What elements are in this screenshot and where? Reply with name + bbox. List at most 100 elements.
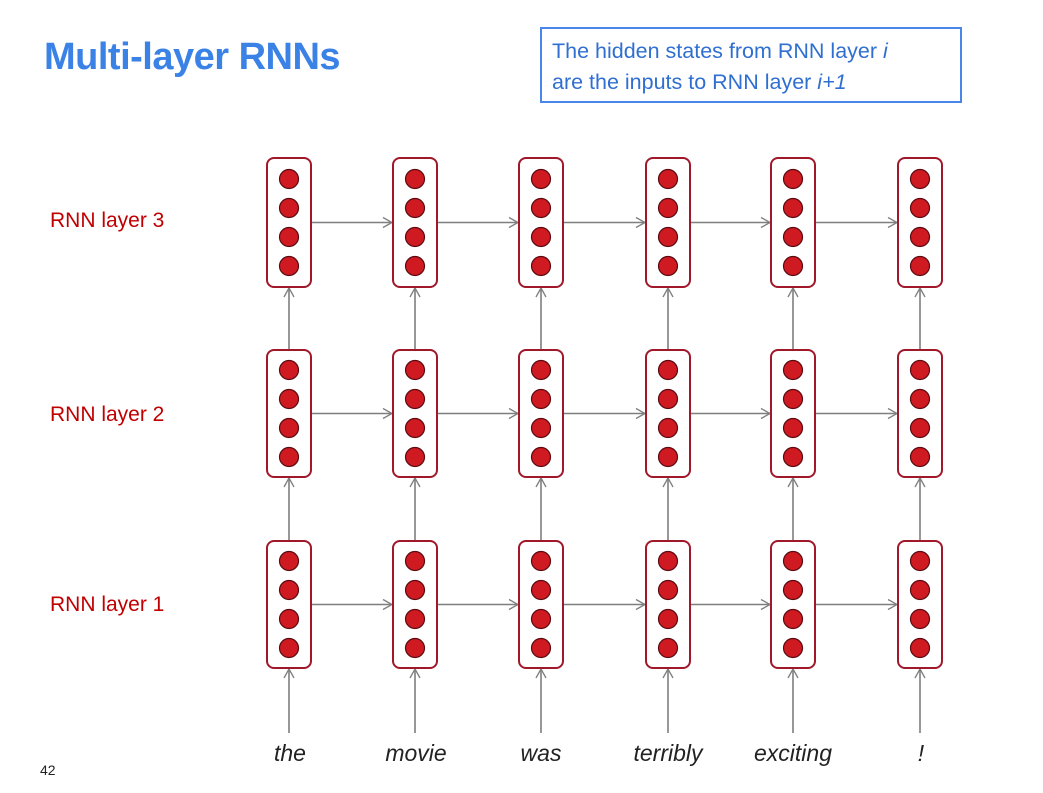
neuron [404, 608, 426, 630]
neuron [657, 255, 679, 277]
cell-box [518, 349, 564, 478]
neuron [909, 579, 931, 601]
neuron [278, 608, 300, 630]
rnn-cell-layer2-t2 [392, 349, 438, 478]
callout-line-2-text: are the inputs to RNN layer [552, 70, 818, 94]
layer-label-3: RNN layer 3 [50, 209, 165, 232]
rnn-cell-layer1-t1 [266, 540, 312, 669]
neuron [530, 226, 552, 248]
callout-line-1-text: The hidden states from RNN layer [552, 39, 883, 63]
neuron [782, 226, 804, 248]
neuron [530, 637, 552, 659]
neuron [657, 168, 679, 190]
neuron [909, 197, 931, 219]
neuron [530, 255, 552, 277]
cell-box [645, 540, 691, 669]
neuron [657, 608, 679, 630]
neuron [404, 197, 426, 219]
callout-box: The hidden states from RNN layer i are t… [540, 27, 962, 103]
neuron [530, 168, 552, 190]
neuron [530, 359, 552, 381]
neuron [657, 359, 679, 381]
neuron [278, 637, 300, 659]
rnn-cell-layer1-t5 [770, 540, 816, 669]
rnn-cell-layer3-t3 [518, 157, 564, 288]
input-word-2: movie [385, 740, 447, 766]
neuron [909, 359, 931, 381]
cell-box [770, 157, 816, 288]
neuron [278, 388, 300, 410]
layer-label-1: RNN layer 1 [50, 593, 165, 616]
neuron [278, 359, 300, 381]
rnn-cell-layer3-t5 [770, 157, 816, 288]
cell-box [770, 540, 816, 669]
neuron [909, 446, 931, 468]
neuron [657, 226, 679, 248]
neuron [404, 255, 426, 277]
rnn-cell-layer3-t6 [897, 157, 943, 288]
input-word-3: was [520, 740, 562, 766]
callout-line-2: are the inputs to RNN layer i+1 [552, 67, 950, 98]
neuron [909, 168, 931, 190]
neuron [404, 168, 426, 190]
callout-line-1-var: i [883, 39, 888, 63]
neuron [278, 168, 300, 190]
neuron [530, 446, 552, 468]
neuron [404, 226, 426, 248]
rnn-cell-layer2-t5 [770, 349, 816, 478]
neuron [278, 197, 300, 219]
neuron [782, 417, 804, 439]
cell-box [392, 540, 438, 669]
cell-box [392, 157, 438, 288]
neuron [278, 446, 300, 468]
neuron [782, 359, 804, 381]
rnn-cell-layer1-t4 [645, 540, 691, 669]
callout-line-2-var: i+1 [817, 70, 847, 94]
neuron [404, 637, 426, 659]
neuron [278, 550, 300, 572]
neuron [657, 388, 679, 410]
neuron [909, 550, 931, 572]
cell-box [518, 540, 564, 669]
neuron [530, 608, 552, 630]
rnn-cell-layer2-t1 [266, 349, 312, 478]
neuron [782, 388, 804, 410]
cell-box [897, 540, 943, 669]
rnn-cell-layer3-t1 [266, 157, 312, 288]
neuron [278, 417, 300, 439]
cell-box [518, 157, 564, 288]
neuron [657, 197, 679, 219]
neuron [909, 226, 931, 248]
rnn-cell-layer2-t3 [518, 349, 564, 478]
neuron [909, 255, 931, 277]
neuron [530, 550, 552, 572]
cell-box [266, 540, 312, 669]
neuron [909, 417, 931, 439]
neuron [909, 608, 931, 630]
cell-box [897, 349, 943, 478]
callout-line-1: The hidden states from RNN layer i [552, 36, 950, 67]
input-word-6: ! [917, 740, 925, 766]
cell-box [392, 349, 438, 478]
neuron [404, 417, 426, 439]
input-word-1: the [274, 740, 306, 766]
neuron [657, 417, 679, 439]
neuron [657, 637, 679, 659]
cell-box [897, 157, 943, 288]
cell-box [770, 349, 816, 478]
neuron [530, 417, 552, 439]
neuron [782, 637, 804, 659]
neuron [909, 388, 931, 410]
neuron [782, 579, 804, 601]
neuron [782, 255, 804, 277]
neuron [404, 550, 426, 572]
neuron [404, 579, 426, 601]
rnn-cell-layer1-t6 [897, 540, 943, 669]
neuron [530, 197, 552, 219]
neuron [530, 388, 552, 410]
neuron [782, 168, 804, 190]
cell-box [645, 157, 691, 288]
neuron [530, 579, 552, 601]
neuron [909, 637, 931, 659]
